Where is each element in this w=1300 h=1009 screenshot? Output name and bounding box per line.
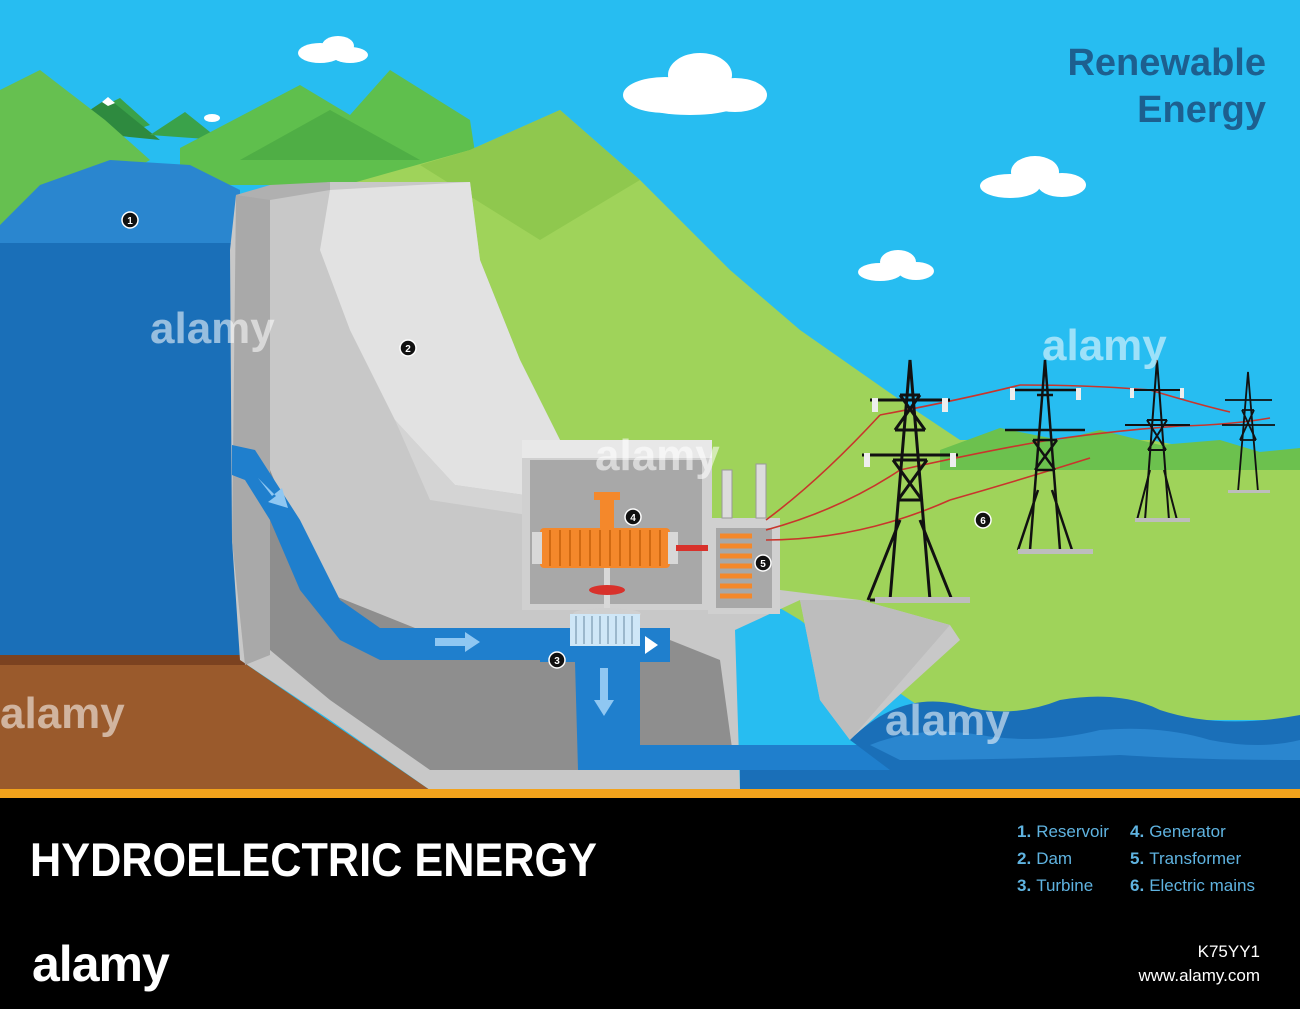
- marker-6: 6: [974, 511, 992, 529]
- dam-base-right: [800, 600, 950, 740]
- legend-col-2: 4.Generator 5.Transformer 6.Electric mai…: [1130, 818, 1255, 899]
- mountain-snowcap: [102, 97, 115, 106]
- marker-3: 3: [548, 651, 566, 669]
- mountain: [240, 110, 420, 160]
- cloud: [623, 53, 767, 115]
- svg-text:alamy: alamy: [595, 431, 720, 480]
- cloud: [204, 114, 220, 122]
- marker-1-label: 1: [127, 216, 133, 227]
- insulator: [755, 463, 767, 519]
- marker-2: 2: [399, 339, 417, 357]
- marker-1: 1: [121, 211, 139, 229]
- mountain: [150, 112, 220, 140]
- marker-5: 5: [754, 554, 772, 572]
- distant-hill: [940, 428, 1300, 470]
- insulator: [721, 469, 733, 519]
- river-highlight: [870, 728, 1300, 760]
- marker-4: 4: [624, 508, 642, 526]
- dam-top: [236, 182, 330, 200]
- turbine-runner: [570, 614, 640, 646]
- flow-arrow: [258, 478, 614, 716]
- main-title: HYDROELECTRIC ENERGY: [30, 833, 597, 886]
- insulators: [864, 388, 1184, 467]
- generator: [540, 528, 670, 568]
- watermark-logo: alamy: [32, 936, 170, 992]
- legend-item: 4.Generator: [1130, 822, 1226, 841]
- reservoir-surface: [0, 160, 240, 245]
- generator-end: [532, 532, 542, 564]
- subtitle: Renewable Energy: [966, 40, 1266, 134]
- hillside: [310, 110, 1300, 720]
- ground: [0, 655, 250, 665]
- penstock: [232, 445, 560, 660]
- watermark: alamy alamy alamy alamy alamy: [0, 304, 1167, 745]
- pylon-base: [1018, 549, 1093, 554]
- powerhouse-roof: [522, 440, 712, 458]
- dam-face: [320, 182, 700, 580]
- dam-face-shadow: [395, 420, 620, 520]
- rotor: [589, 585, 625, 595]
- pylon-base: [1135, 518, 1190, 522]
- legend-item: 2.Dam: [1017, 849, 1073, 868]
- accent-divider: [0, 789, 1300, 798]
- cloud: [980, 156, 1086, 198]
- source-url: www.alamy.com: [1138, 966, 1260, 985]
- image-id: K75YY1: [1197, 942, 1260, 961]
- dam-left-wall: [232, 195, 270, 665]
- legend-item: 6.Electric mains: [1130, 876, 1255, 895]
- marker-2-label: 2: [405, 344, 411, 355]
- reservoir: [0, 243, 240, 660]
- marker-5-label: 5: [760, 559, 766, 570]
- svg-text:alamy: alamy: [885, 696, 1010, 745]
- pylon: [1005, 359, 1085, 551]
- legend-item: 3.Turbine: [1017, 876, 1094, 895]
- marker-6-label: 6: [980, 516, 986, 527]
- marker-4-label: 4: [630, 513, 636, 524]
- generator-end: [668, 532, 678, 564]
- cloud: [858, 250, 934, 281]
- subtitle-line1: Renewable: [1067, 42, 1266, 84]
- connector: [676, 545, 708, 551]
- cloud: [298, 36, 368, 63]
- svg-text:alamy: alamy: [1042, 321, 1167, 370]
- generator-shaft-top: [600, 495, 614, 529]
- pylon: [1125, 359, 1190, 521]
- generator-cap: [594, 492, 620, 500]
- hill-shadow: [420, 110, 640, 240]
- flow-arrow: [645, 636, 658, 654]
- hydro-scene: 1 2 3 4 5 6 alamy alamy alamy alamy alam…: [0, 0, 1300, 790]
- legend-item: 5.Transformer: [1130, 849, 1242, 868]
- svg-text:alamy: alamy: [0, 689, 125, 738]
- svg-text:alamy: alamy: [150, 304, 275, 353]
- marker-3-label: 3: [554, 656, 560, 667]
- transformer-coil: [720, 533, 752, 599]
- ground: [0, 660, 430, 790]
- power-lines: [765, 384, 1271, 541]
- pylon-base: [875, 597, 970, 603]
- pylon: [1222, 371, 1275, 493]
- turbine-pit: [540, 628, 890, 770]
- pylon-base: [1228, 490, 1270, 493]
- legend-col-1: 1.Reservoir 2.Dam 3.Turbine: [1017, 818, 1109, 899]
- legend-item: 1.Reservoir: [1017, 822, 1109, 841]
- footer-panel: [0, 798, 1300, 1009]
- subtitle-line2: Energy: [1137, 89, 1266, 131]
